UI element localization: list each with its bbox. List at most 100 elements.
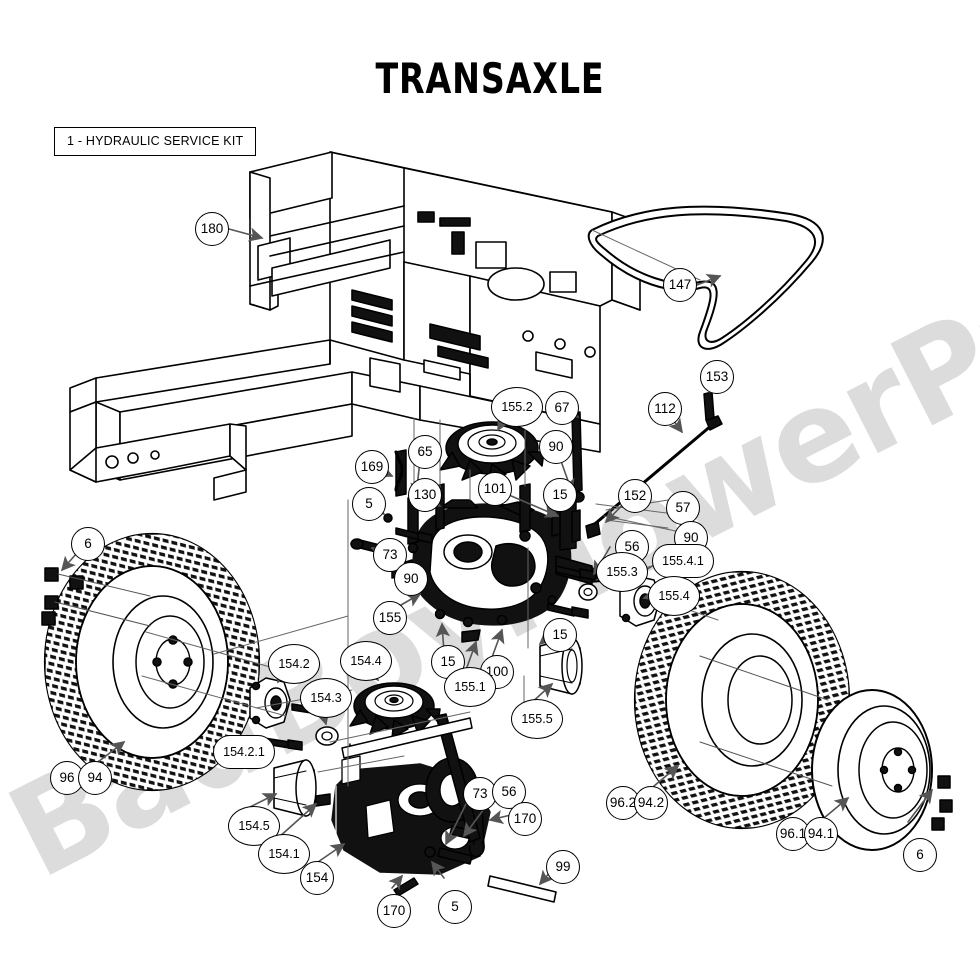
- callout-bubble-6[interactable]: 6: [903, 838, 937, 872]
- callout-label: 67: [554, 400, 570, 416]
- callout-bubble-180[interactable]: 180: [195, 212, 229, 246]
- callout-label: 6: [916, 847, 924, 863]
- callout-bubble-112[interactable]: 112: [648, 392, 682, 426]
- callout-label: 101: [483, 481, 507, 497]
- callout-label: 99: [555, 859, 571, 875]
- callout-bubble-101[interactable]: 101: [478, 472, 512, 506]
- callout-bubble-67[interactable]: 67: [545, 391, 579, 425]
- upper-cooling-fan: [439, 421, 545, 485]
- callout-label: 57: [675, 500, 691, 516]
- callout-label: 154.5: [238, 818, 270, 833]
- callout-bubble-154[interactable]: 154: [300, 861, 334, 895]
- callout-label: 154.2.1: [223, 744, 265, 759]
- lower-transaxle-pump: [331, 743, 491, 875]
- callout-bubble-155-1[interactable]: 155.1: [444, 667, 496, 707]
- callout-label: 90: [683, 530, 699, 546]
- callout-label: 73: [382, 547, 398, 563]
- oil-filter-154-5: [273, 759, 317, 817]
- callout-bubble-155-3[interactable]: 155.3: [596, 552, 648, 592]
- callout-bubble-155-2[interactable]: 155.2: [491, 387, 543, 427]
- callout-label: 90: [403, 571, 419, 587]
- callout-label: 147: [668, 277, 692, 293]
- callout-bubble-155[interactable]: 155: [373, 601, 407, 635]
- callout-label: 5: [365, 496, 373, 512]
- callout-bubble-154-2-1[interactable]: 154.2.1: [213, 735, 275, 769]
- callout-label: 15: [440, 654, 456, 670]
- callout-label: 15: [552, 627, 568, 643]
- callout-bubble-152[interactable]: 152: [618, 479, 652, 513]
- callout-label: 155.3: [606, 564, 638, 579]
- callout-label: 96: [59, 770, 75, 786]
- callout-label: 154.3: [310, 690, 342, 705]
- callout-bubble-94-2[interactable]: 94.2: [634, 786, 668, 820]
- callout-label: 15: [552, 487, 568, 503]
- callout-label: 155: [378, 610, 402, 626]
- callout-bubble-130[interactable]: 130: [408, 478, 442, 512]
- callout-bubble-73[interactable]: 73: [463, 777, 497, 811]
- callout-label: 112: [654, 401, 676, 417]
- callout-label: 154.4: [350, 653, 382, 668]
- callout-label: 96.2: [609, 795, 637, 811]
- callout-bubble-94[interactable]: 94: [78, 761, 112, 795]
- callout-bubble-94-1[interactable]: 94.1: [804, 817, 838, 851]
- callout-bubble-96-2[interactable]: 96.2: [606, 786, 640, 820]
- callout-label: 65: [417, 444, 433, 460]
- callout-label: 169: [360, 459, 384, 475]
- callout-bubble-15[interactable]: 15: [543, 618, 577, 652]
- callout-bubble-90[interactable]: 90: [394, 562, 428, 596]
- callout-bubble-170[interactable]: 170: [508, 802, 542, 836]
- callout-bubble-147[interactable]: 147: [663, 268, 697, 302]
- callout-label: 154.2: [278, 656, 310, 671]
- callout-bubble-153[interactable]: 153: [700, 360, 734, 394]
- callout-label: 155.4.1: [662, 553, 704, 568]
- callout-label: 56: [501, 784, 517, 800]
- callout-label: 5: [451, 899, 459, 915]
- callout-bubble-154-2[interactable]: 154.2: [268, 644, 320, 684]
- callout-bubble-99[interactable]: 99: [546, 850, 580, 884]
- callout-label: 152: [623, 488, 647, 504]
- callout-label: 180: [200, 221, 224, 237]
- callout-bubble-5[interactable]: 5: [352, 487, 386, 521]
- callout-bubble-5[interactable]: 5: [438, 890, 472, 924]
- callout-bubble-154-3[interactable]: 154.3: [300, 678, 352, 718]
- callout-label: 153: [705, 369, 729, 385]
- callout-bubble-90[interactable]: 90: [539, 430, 573, 464]
- callout-label: 73: [472, 786, 488, 802]
- callout-bubble-170[interactable]: 170: [377, 894, 411, 928]
- callout-bubble-155-5[interactable]: 155.5: [511, 699, 563, 739]
- callout-label: 170: [513, 811, 537, 827]
- lower-cooling-fan: [349, 682, 441, 739]
- callout-bubble-169[interactable]: 169: [355, 450, 389, 484]
- callout-label: 94: [87, 770, 103, 786]
- callout-label: 90: [548, 439, 564, 455]
- legend-box: 1 - HYDRAULIC SERVICE KIT: [54, 127, 257, 156]
- callout-label: 155.5: [521, 711, 553, 726]
- callout-label: 94.1: [807, 826, 835, 842]
- callout-bubble-154-1[interactable]: 154.1: [258, 834, 310, 874]
- callout-label: 170: [382, 903, 406, 919]
- left-hub-assembly: [249, 677, 339, 751]
- callout-bubble-65[interactable]: 65: [408, 435, 442, 469]
- callout-bubble-57[interactable]: 57: [666, 491, 700, 525]
- callout-label: 155.2: [501, 399, 533, 414]
- page-title: TRANSAXLE: [375, 54, 605, 103]
- callout-bubble-15[interactable]: 15: [543, 478, 577, 512]
- callout-label: 56: [624, 539, 640, 555]
- callout-bubble-155-4[interactable]: 155.4: [648, 576, 700, 616]
- transaxle-housing: [391, 499, 626, 626]
- callout-label: 130: [413, 487, 437, 503]
- left-lug-hardware: [41, 567, 151, 627]
- callout-label: 154.1: [268, 846, 300, 861]
- right-lug-hardware: [931, 775, 953, 831]
- callout-label: 94.2: [637, 795, 665, 811]
- callout-label: 154: [305, 870, 329, 886]
- callout-label: 155.1: [454, 679, 486, 694]
- callout-label: 96.1: [779, 826, 807, 842]
- callout-bubble-154-4[interactable]: 154.4: [340, 641, 392, 681]
- callout-label: 6: [84, 536, 92, 552]
- callout-bubble-6[interactable]: 6: [71, 527, 105, 561]
- callout-bubble-155-4-1[interactable]: 155.4.1: [652, 544, 714, 578]
- legend-text: 1 - HYDRAULIC SERVICE KIT: [67, 134, 244, 148]
